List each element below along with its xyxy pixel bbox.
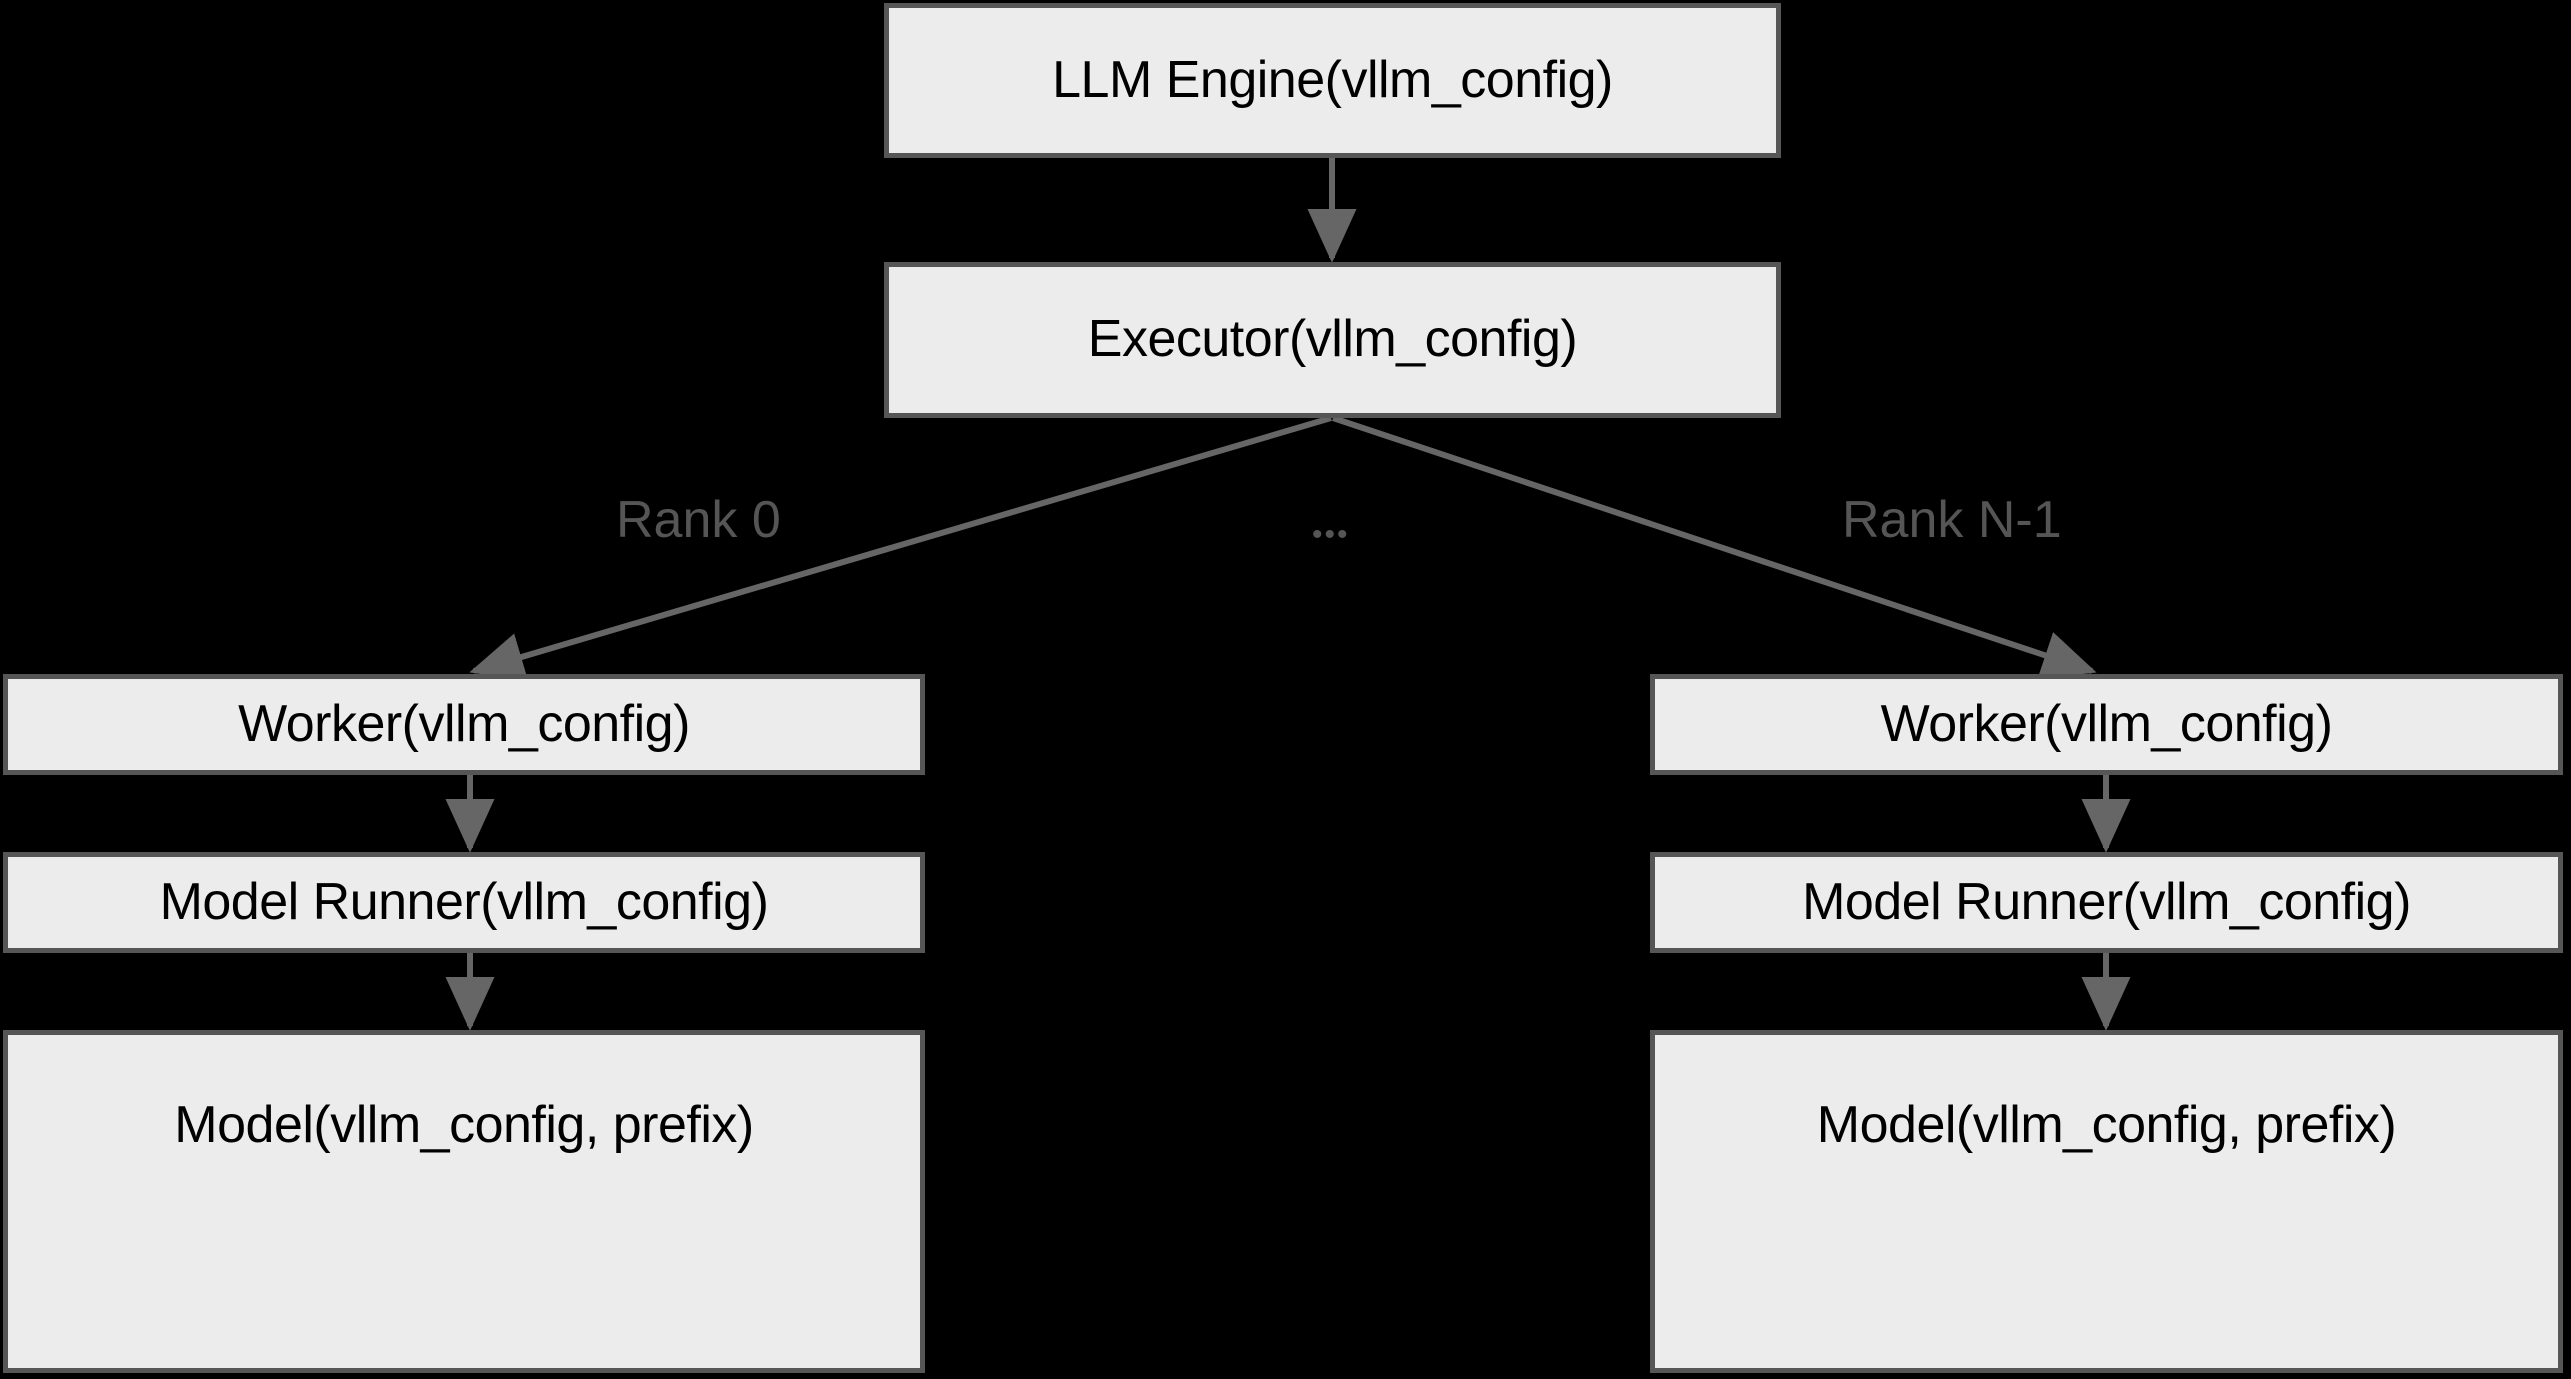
node-model-runner-rank-n-minus-1[interactable]: Model Runner(vllm_config) <box>1650 852 2563 953</box>
edge-label-ellipsis: ••• <box>1312 518 1350 551</box>
edge-executor-to-worker-rank0 <box>469 415 1332 681</box>
node-model-rank-n-minus-1[interactable]: Model(vllm_config, prefix) <box>1650 1030 2563 1373</box>
node-llm-engine[interactable]: LLM Engine(vllm_config) <box>884 3 1781 158</box>
edge-label-rank-0: Rank 0 <box>616 491 781 549</box>
node-worker-rank-n-minus-1[interactable]: Worker(vllm_config) <box>1650 674 2563 775</box>
node-model-rank-0[interactable]: Model(vllm_config, prefix) <box>3 1030 925 1373</box>
node-executor[interactable]: Executor(vllm_config) <box>884 262 1781 418</box>
node-worker-rank-0[interactable]: Worker(vllm_config) <box>3 674 925 775</box>
edge-label-rank-n-minus-1: Rank N-1 <box>1842 491 2062 549</box>
node-model-runner-rank-0[interactable]: Model Runner(vllm_config) <box>3 852 925 953</box>
